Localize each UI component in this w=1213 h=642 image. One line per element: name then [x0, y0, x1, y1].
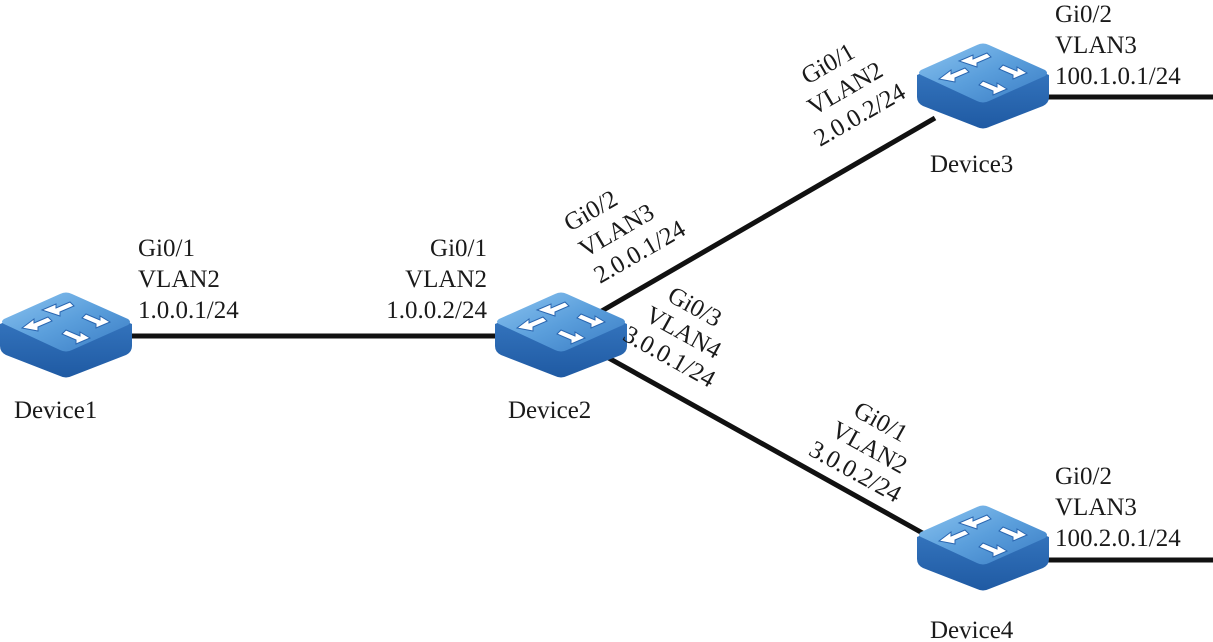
device-label: Device4 — [930, 617, 1014, 642]
link-device2-device3 — [598, 115, 937, 315]
interface-label-d3-gi01: Gi0/1 VLAN2 2.0.0.2/24 — [797, 38, 911, 152]
port-label: Gi0/1 — [430, 235, 487, 262]
switch-icon — [0, 292, 133, 378]
ip-label: 100.2.0.1/24 — [1055, 525, 1181, 552]
port-label: Gi0/1 — [138, 235, 195, 262]
interface-label-d2-gi01: Gi0/1 VLAN2 1.0.0.2/24 — [386, 235, 487, 324]
device-label: Device3 — [930, 151, 1013, 178]
vlan-label: VLAN3 — [1055, 494, 1137, 521]
vlan-label: VLAN3 — [1055, 32, 1137, 59]
device3: Device3 — [916, 43, 1050, 178]
port-label: Gi0/2 — [1055, 1, 1112, 28]
vlan-label: VLAN2 — [138, 266, 220, 293]
switch-icon — [916, 505, 1050, 591]
device2: Device2 — [494, 292, 628, 424]
interface-label-d1-gi01: Gi0/1 VLAN2 1.0.0.1/24 — [138, 235, 239, 324]
ip-label: 100.1.0.1/24 — [1055, 63, 1181, 90]
ip-label: 1.0.0.2/24 — [386, 297, 487, 324]
link-device2-device4 — [603, 353, 937, 543]
ip-label: 1.0.0.1/24 — [138, 297, 239, 324]
device4: Device4 — [916, 505, 1050, 642]
device-label: Device1 — [14, 397, 97, 424]
interface-label-d4-gi02: Gi0/2 VLAN3 100.2.0.1/24 — [1055, 463, 1181, 552]
links — [128, 94, 1213, 563]
device-label: Device2 — [508, 397, 591, 424]
switch-icon — [916, 43, 1050, 129]
vlan-label: VLAN2 — [405, 266, 487, 293]
port-label: Gi0/2 — [1055, 463, 1112, 490]
device1: Device1 — [0, 292, 133, 424]
interface-label-d3-gi02: Gi0/2 VLAN3 100.1.0.1/24 — [1055, 1, 1181, 90]
interface-label-d4-gi01: Gi0/1 VLAN2 3.0.0.2/24 — [804, 397, 912, 509]
